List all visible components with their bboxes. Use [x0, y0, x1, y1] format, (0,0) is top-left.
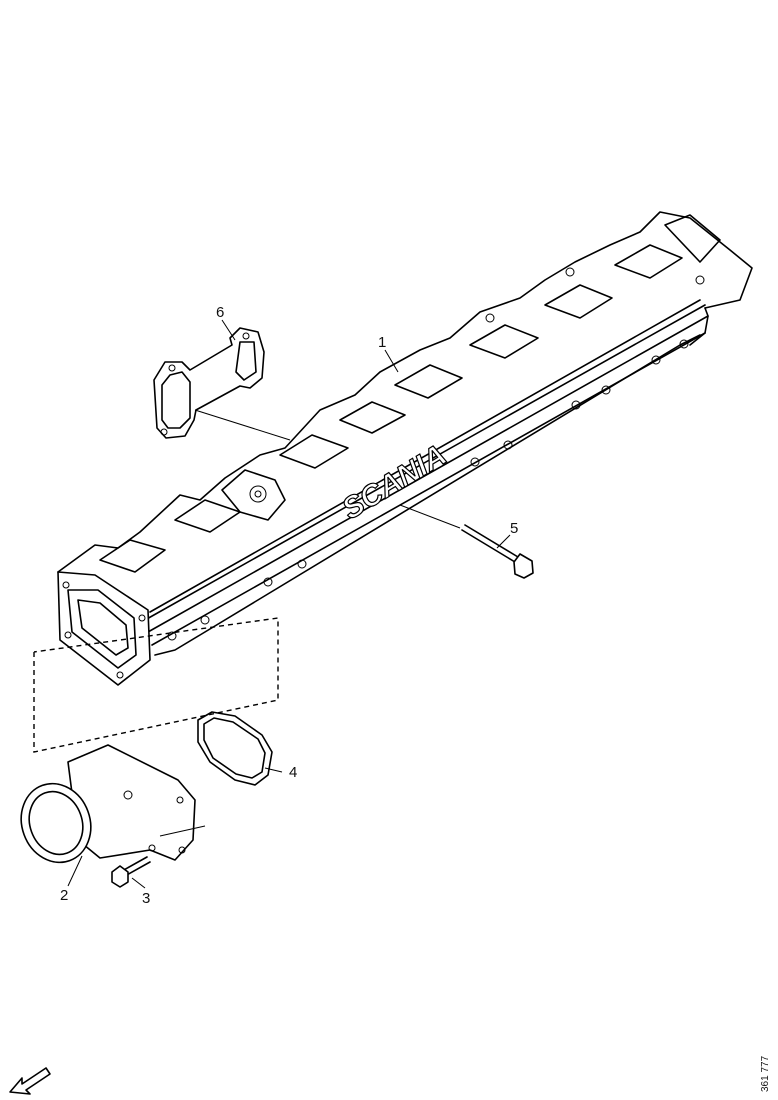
callout-3: 3: [142, 890, 150, 907]
bolt-part-5: [461, 524, 534, 579]
callout-leaders: [67, 319, 511, 889]
drawing-reference-number: 361 777: [760, 1055, 771, 1092]
callout-4: 4: [289, 764, 297, 781]
egr-gasket-plate: [153, 327, 265, 439]
inlet-elbow: [20, 744, 196, 864]
gasket-part-4: [197, 711, 273, 786]
bolt-part-3: [111, 856, 151, 888]
callout-6: 6: [216, 304, 224, 321]
callout-5: 5: [510, 520, 518, 537]
callout-2: 2: [60, 887, 68, 904]
callout-1: 1: [378, 334, 386, 351]
scania-logo: SCANIA: [337, 438, 453, 526]
manifold-bolt-lugs: [167, 267, 705, 641]
inlet-manifold: SCANIA: [57, 211, 753, 686]
callout-labels: 1 2 3 4 5 6: [60, 304, 518, 907]
manifold-ports: [99, 214, 721, 573]
exploded-view-guides: [33, 409, 461, 837]
direction-arrow-icon: [9, 1067, 51, 1095]
